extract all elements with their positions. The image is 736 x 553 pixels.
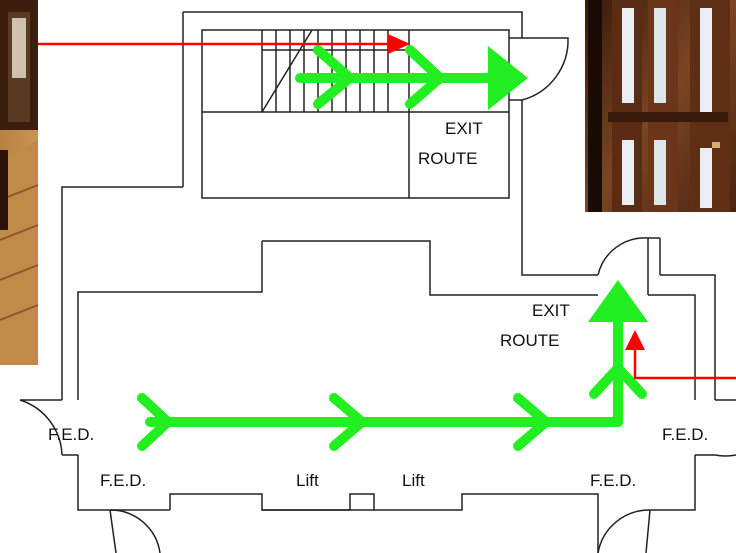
fed-label-bottom-right: F.E.D.: [590, 471, 636, 490]
wooden-door-photo: [585, 0, 736, 212]
lower-chevron-1: [137, 393, 173, 451]
upper-chevron-1: [313, 45, 355, 109]
fed-label-right: F.E.D.: [662, 425, 708, 444]
right-pointer-line: [633, 348, 736, 380]
fed-label-left: F.E.D.: [48, 425, 94, 444]
fed-label-bottom-left: F.E.D.: [100, 471, 146, 490]
upper-chevron-2: [405, 45, 445, 109]
exit-label-right: EXIT: [532, 301, 570, 320]
right-pointer-arrowhead: [625, 330, 645, 350]
lift-label-right: Lift: [402, 471, 425, 490]
lower-chevron-3: [513, 393, 551, 451]
exit-label-top: EXIT: [445, 119, 483, 138]
photo-pointer-arrows: [38, 42, 736, 380]
exit-route-arrows: [137, 45, 647, 451]
lift-label-left: Lift: [296, 471, 319, 490]
route-label-right: ROUTE: [500, 331, 560, 350]
lower-chevron-2: [329, 393, 367, 451]
route-label-top: ROUTE: [418, 149, 478, 168]
upper-exit-arrowhead: [488, 46, 528, 110]
right-exit-arrowhead: [588, 280, 648, 322]
corridor-photo: [0, 0, 39, 365]
left-pointer-arrowhead: [388, 34, 410, 54]
